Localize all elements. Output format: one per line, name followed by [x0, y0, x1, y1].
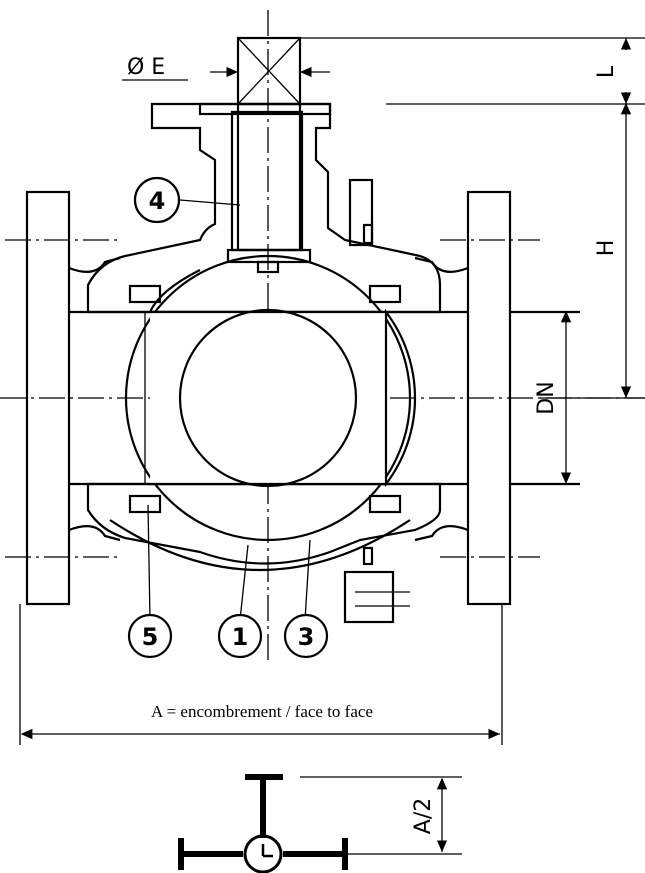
left-flange [25, 190, 121, 606]
dim-label-bore: DN [534, 381, 559, 414]
face-to-face-caption: A = encombrement / face to face [151, 702, 373, 721]
stem [226, 36, 312, 274]
callout-3-label: 3 [298, 623, 315, 651]
callout-1: 1 [217, 613, 263, 659]
callout-5: 5 [127, 613, 173, 659]
dim-label-stem-length: L [594, 65, 619, 78]
callout-3: 3 [283, 613, 329, 659]
handle-symbol [178, 774, 348, 873]
ball [124, 254, 417, 542]
dim-label-height: H [594, 240, 619, 257]
dim-label-half-length: A/2 [411, 798, 436, 834]
callout-5-label: 5 [142, 623, 159, 651]
leader-lines [147, 199, 311, 621]
seats [128, 284, 402, 514]
callout-4-label: 4 [149, 187, 166, 215]
dim-label-stem-diameter: Ø E [127, 55, 165, 80]
callout-4: 4 [133, 176, 181, 224]
lower-body [86, 482, 442, 624]
callout-1-label: 1 [232, 623, 249, 651]
dimension-lines [19, 37, 645, 855]
